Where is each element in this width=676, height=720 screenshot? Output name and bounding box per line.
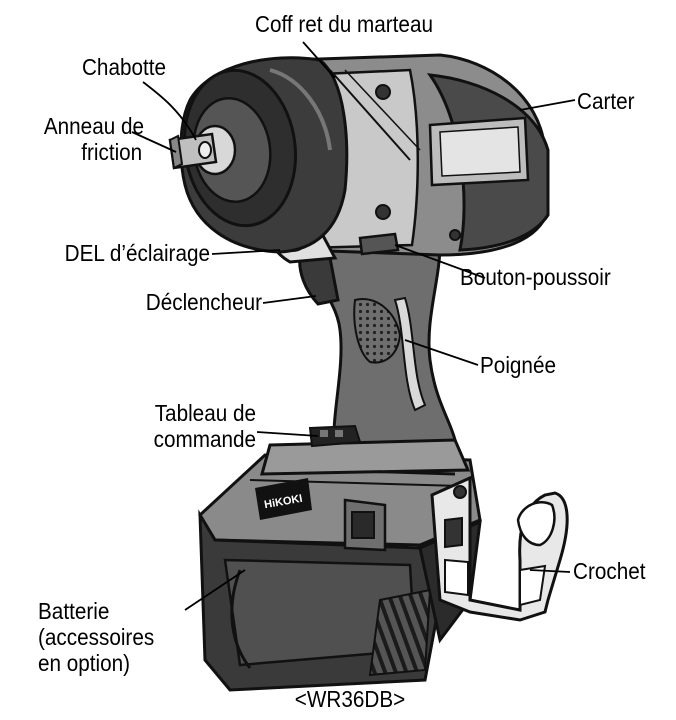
label-push-button: Bouton-poussoir bbox=[460, 264, 611, 290]
handle bbox=[297, 243, 457, 452]
label-battery-line3: en option) bbox=[38, 650, 131, 676]
leader-tableau bbox=[256, 431, 319, 437]
housing bbox=[268, 53, 550, 264]
leader-del bbox=[211, 249, 281, 255]
battery-brand-plate: HiKOKI bbox=[255, 478, 312, 520]
belt-hook bbox=[430, 475, 569, 622]
leader-carter bbox=[519, 99, 576, 111]
label-friction-ring-line2: friction bbox=[81, 139, 143, 165]
label-friction-ring-line1: Anneau de bbox=[43, 113, 144, 139]
leader-chabotte bbox=[142, 81, 197, 141]
control-panel bbox=[260, 424, 471, 476]
leader-lines bbox=[131, 41, 576, 611]
model-name: <WR36DB> bbox=[294, 686, 406, 712]
label-hammer-case: Coff ret du marteau bbox=[255, 11, 433, 37]
leader-declencheur bbox=[262, 295, 317, 304]
label-led-light: DEL d’éclairage bbox=[64, 240, 210, 266]
label-battery-line1: Batterie bbox=[38, 598, 110, 624]
label-control-panel-line1: Tableau de bbox=[154, 400, 256, 426]
label-control-panel-line2: commande bbox=[153, 426, 256, 452]
label-hook: Crochet bbox=[573, 558, 646, 584]
label-grip: Poignée bbox=[480, 352, 556, 378]
leader-bouton bbox=[394, 244, 486, 279]
leader-poignee bbox=[404, 339, 479, 366]
label-friction-ring: Anneau de friction bbox=[16, 113, 144, 165]
leader-crochet bbox=[529, 569, 571, 573]
label-trigger: Déclencheur bbox=[145, 289, 262, 315]
leader-coffret bbox=[302, 41, 336, 79]
label-anvil: Chabotte bbox=[81, 54, 167, 80]
label-housing: Carter bbox=[577, 88, 635, 114]
label-control-panel: Tableau de commande bbox=[123, 400, 256, 452]
leader-anneau bbox=[131, 131, 177, 153]
hammer-case bbox=[168, 56, 349, 254]
label-battery: Batterie (accessoires en option) bbox=[38, 598, 200, 676]
label-battery-line2: (accessoires bbox=[38, 624, 155, 650]
leader-batterie bbox=[184, 569, 246, 611]
